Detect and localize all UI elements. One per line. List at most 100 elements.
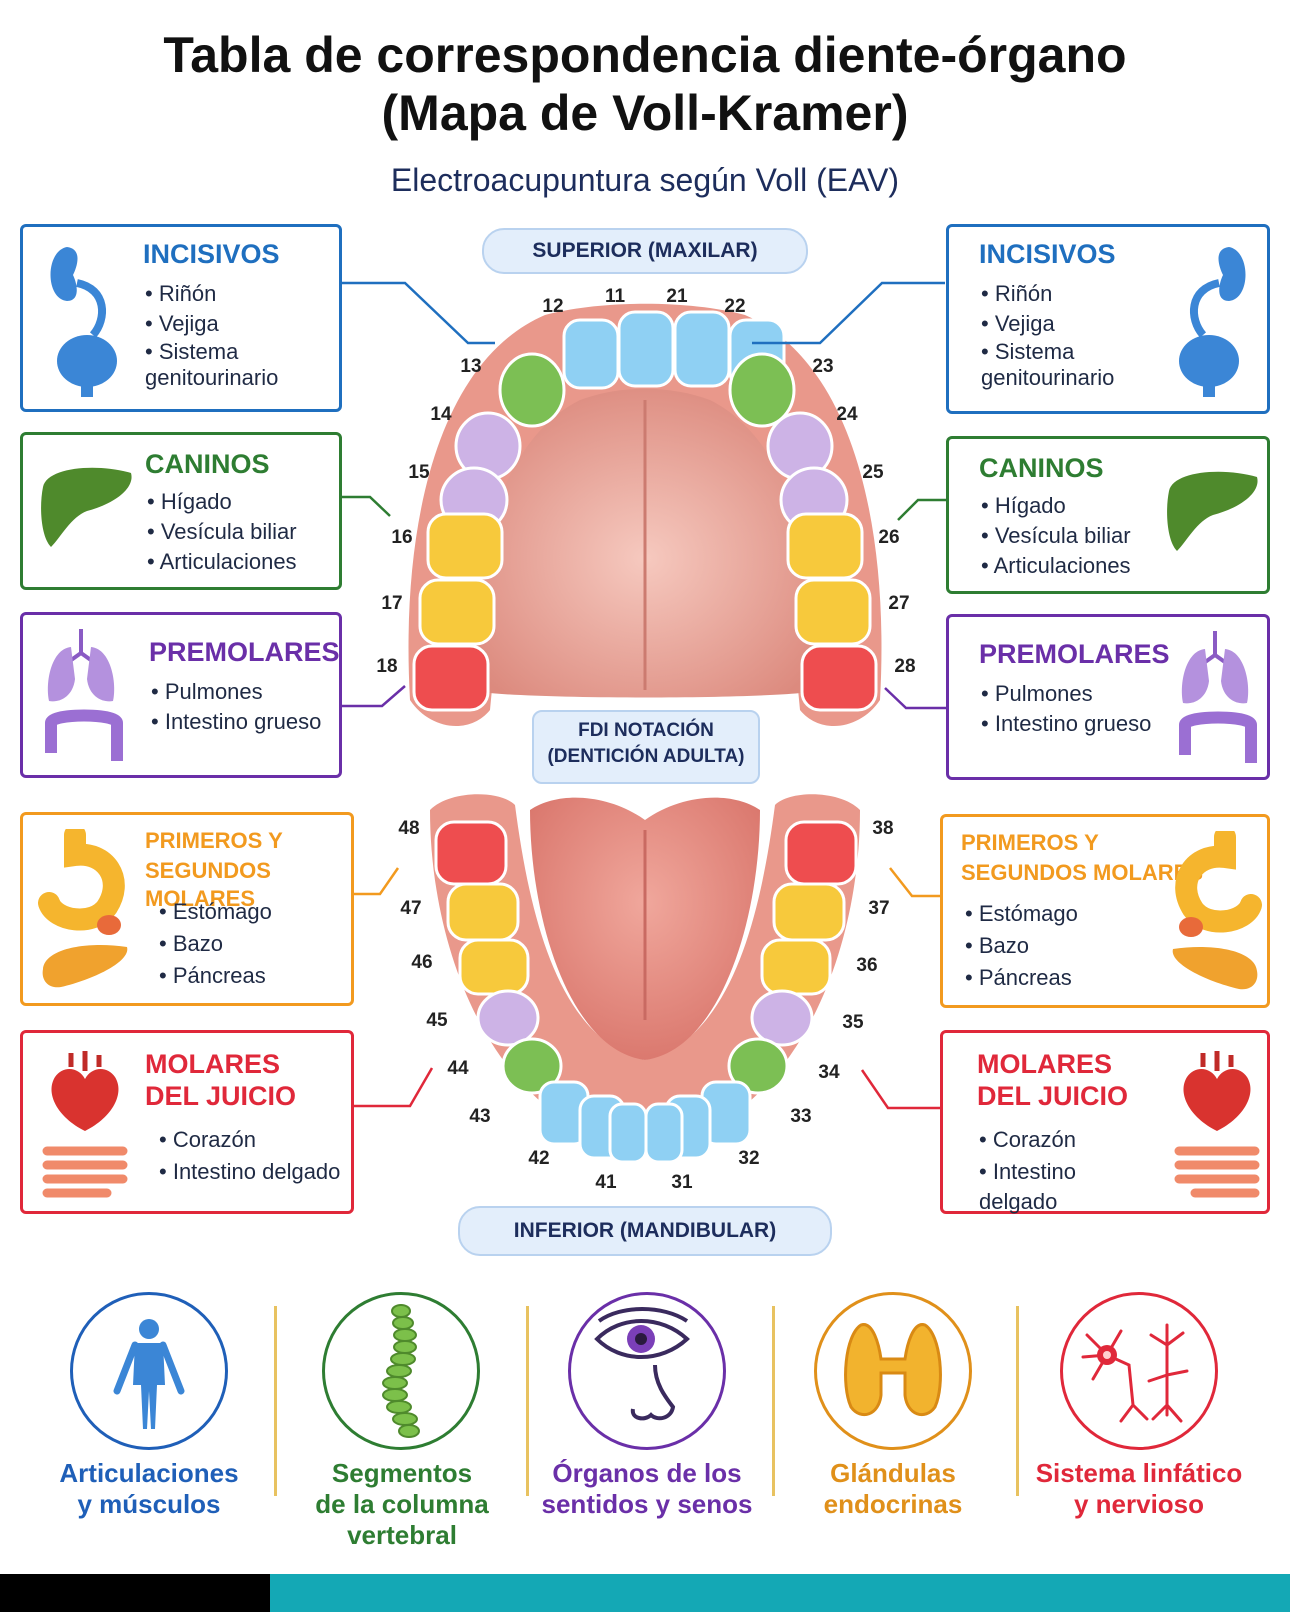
lungs-intestine-icon [45,629,123,761]
category-label: Órganos de los sentidos y senos [527,1458,767,1520]
panel-molares-right: PRIMEROS Y SEGUNDOS MOLARES Estómago Baz… [940,814,1270,1008]
category-label: Segmentos de la columna vertebral [282,1458,522,1551]
panel-title: CANINOS [979,453,1104,483]
tooth-number-34: 34 [818,1062,840,1083]
organ-item: Articulaciones [981,551,1175,581]
category-label-line: vertebral [347,1520,457,1550]
organ-item: Sistema genitourinario [145,339,341,391]
tooth-number-44: 44 [447,1058,469,1079]
tooth-11 [617,310,675,388]
organ-item: Bazo [965,931,1145,961]
tooth-number-35: 35 [842,1012,864,1033]
tooth-38 [784,820,858,886]
lower-jaw-label: INFERIOR (MANDIBULAR) [458,1206,832,1256]
organ-item: Vejiga [145,309,341,339]
liver-icon [1167,471,1258,551]
organ-item: Riñón [981,279,1177,309]
tooth-48 [434,820,508,886]
category-circle [70,1292,228,1450]
tooth-number-32: 32 [738,1148,760,1169]
tooth-number-13: 13 [460,356,482,377]
category-label-line: Órganos de los [552,1458,742,1488]
organ-item: Sistema genitourinario [981,339,1177,391]
category-circle [322,1292,480,1450]
tooth-13 [498,352,566,428]
tooth-31 [644,1102,684,1164]
panel-title: INCISIVOS [143,239,280,269]
tooth-number-45: 45 [426,1010,448,1031]
tooth-27 [794,578,872,646]
tooth-16 [426,512,504,580]
panel-title-line1: PRIMEROS Y [145,828,283,853]
tooth-17 [418,578,496,646]
heart-intestine-icon [42,1051,128,1198]
tooth-number-18: 18 [376,656,398,677]
panel-title: INCISIVOS [979,239,1116,269]
lungs-intestine-icon [1179,631,1257,763]
upper-jaw-label: SUPERIOR (MAXILAR) [482,228,808,274]
tooth-18 [412,644,490,712]
organ-item: Vesícula biliar [981,521,1175,551]
panel-molares-left: PRIMEROS Y SEGUNDOS MOLARES Estómago Baz… [20,812,354,1006]
organ-list: Hígado Vesícula biliar Articulaciones [147,487,341,577]
category-circle [814,1292,972,1450]
panel-title: PREMOLARES [979,639,1170,669]
organ-item: Corazón [159,1125,349,1155]
tooth-46 [458,938,530,996]
category-label: Glándulas endocrinas [773,1458,1013,1520]
organ-item: Pulmones [151,677,341,707]
tooth-28 [800,644,878,712]
tooth-41 [608,1102,648,1164]
panel-juicio-left: MOLARES DEL JUICIO Corazón Intestino del… [20,1030,354,1214]
tooth-21 [673,310,731,388]
organ-item: Estómago [965,899,1145,929]
human-body-icon [113,1319,185,1429]
panel-title-line1: MOLARES [145,1049,280,1079]
tooth-36 [760,938,832,996]
organ-item: Páncreas [159,961,349,991]
category-label-line: endocrinas [823,1489,963,1519]
organ-list: Pulmones Intestino grueso [981,679,1171,739]
organ-item: Vesícula biliar [147,517,341,547]
organ-item: Corazón [979,1125,1159,1155]
panel-juicio-right: MOLARES DEL JUICIO Corazón Intestino del… [940,1030,1270,1214]
divider [526,1306,529,1496]
organ-list: Corazón Intestino delgado [979,1125,1159,1217]
category-label-line: sentidos y senos [541,1489,753,1519]
tooth-number-14: 14 [430,404,452,425]
kidney-bladder-icon [50,247,117,397]
stomach-pancreas-icon [1172,831,1262,990]
panel-incisivos-left: INCISIVOS Riñón Vejiga Sistema genitouri… [20,224,342,412]
tooth-44 [501,1037,563,1095]
organ-item: Páncreas [965,963,1145,993]
tooth-number-26: 26 [878,527,900,548]
organ-list: Hígado Vesícula biliar Articulaciones [981,491,1175,581]
tooth-47 [446,882,520,942]
organ-item: Hígado [147,487,341,517]
tooth-35 [750,989,814,1047]
tooth-number-37: 37 [868,898,890,919]
category-label-line: y músculos [77,1489,221,1519]
tooth-number-11: 11 [604,286,626,307]
tooth-number-27: 27 [888,593,910,614]
page-title: Tabla de correspondencia diente-órgano [163,27,1127,83]
panel-title-line2: SEGUNDOS MOLARES [961,860,1204,885]
tooth-number-31: 31 [671,1172,693,1193]
footer-bar-dark [0,1574,270,1612]
category-label-line: Segmentos [331,1458,473,1488]
tooth-number-15: 15 [408,462,430,483]
category-label-line: de la columna [315,1489,489,1519]
tooth-number-23: 23 [812,356,834,377]
tooth-number-12: 12 [542,296,564,317]
category-label-line: Glándulas [830,1458,956,1488]
neuron-icon [1081,1323,1189,1423]
notation-line1: FDI NOTACIÓN [578,720,714,741]
footer-bar-teal [270,1574,1290,1612]
subtitle: Electroacupuntura según Voll (EAV) [390,162,900,198]
tooth-37 [772,882,846,942]
eye-nose-icon [594,1307,690,1421]
upper-teeth [412,310,878,712]
kidney-bladder-icon [1179,247,1246,397]
category-label-line: y nervioso [1073,1489,1205,1519]
connector-lines [340,281,946,1110]
